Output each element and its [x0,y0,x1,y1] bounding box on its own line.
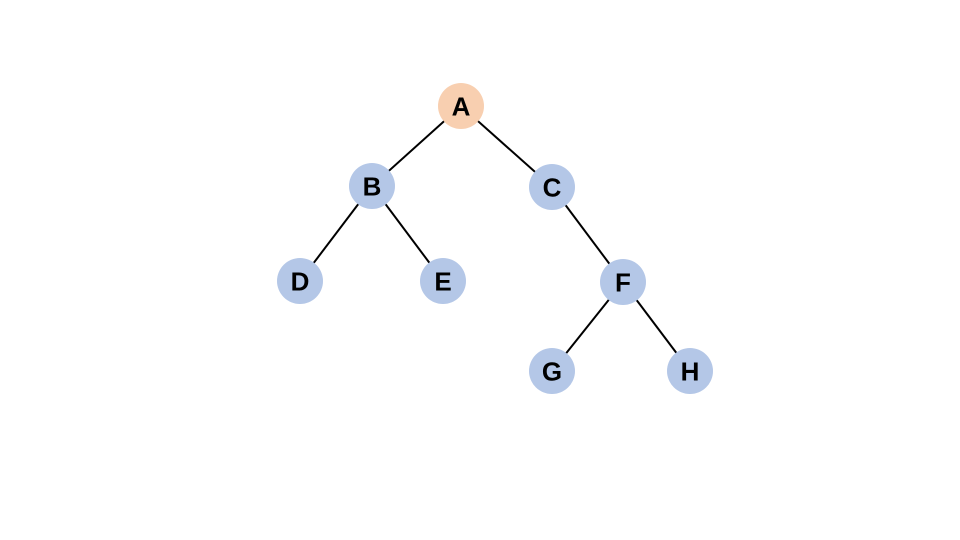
node-circle [349,163,395,209]
node-circle [277,258,323,304]
tree-node-E: E [420,258,466,304]
tree-node-A: A [438,83,484,129]
node-circle [667,348,713,394]
node-circle [600,259,646,305]
node-circle [529,348,575,394]
tree-node-F: F [600,259,646,305]
node-circle [420,258,466,304]
tree-node-G: G [529,348,575,394]
node-circle-highlighted [438,83,484,129]
nodes-layer: AB C D E FG H [277,83,713,394]
tree-node-D: D [277,258,323,304]
tree-node-C: C [529,164,575,210]
node-circle [529,164,575,210]
tree-node-B: B [349,163,395,209]
edges-layer [299,105,691,372]
tree-node-H: H [667,348,713,394]
